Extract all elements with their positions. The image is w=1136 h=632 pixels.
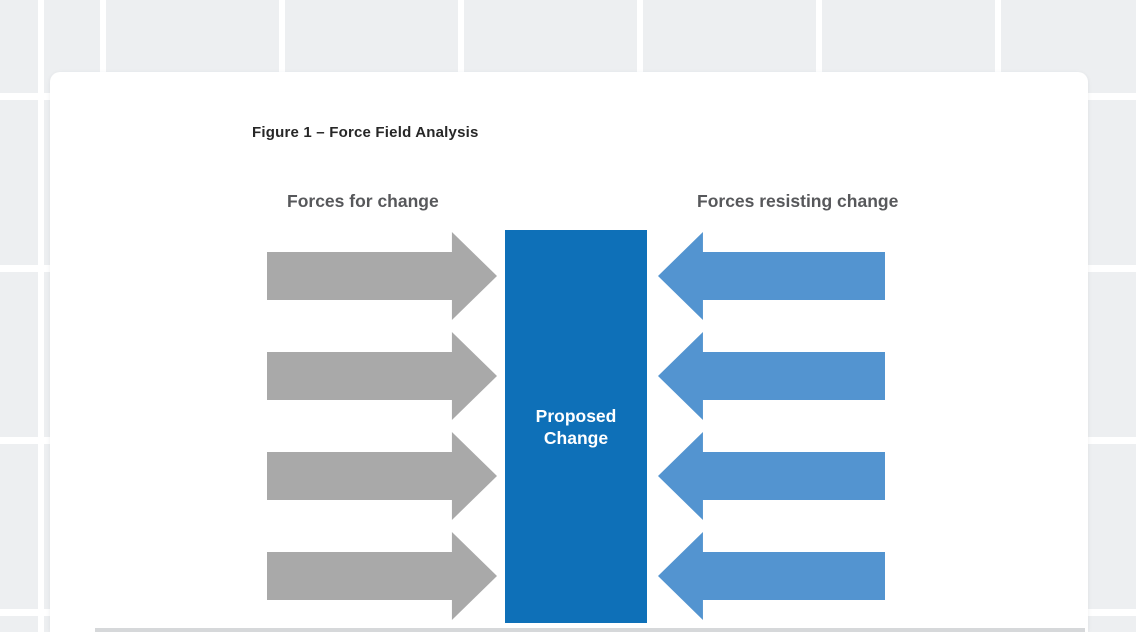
figure-title: Figure 1 – Force Field Analysis [252,124,479,141]
force-resisting-arrow-1 [658,232,885,320]
force-for-arrow-3 [267,432,497,520]
proposed-change-label-line1: Proposed [535,405,617,426]
force-resisting-arrow-3 [658,432,885,520]
document-card: Figure 1 – Force Field Analysis Forces f… [50,72,1088,632]
force-for-arrow-4 [267,532,497,620]
forces-for-change-label: Forces for change [287,191,439,211]
proposed-change-box: Proposed Change [505,230,647,623]
force-for-arrow-1 [267,232,497,320]
forces-resisting-change-label: Forces resisting change [697,191,899,211]
proposed-change-label-line2: Change [543,427,609,448]
force-for-arrow-2 [267,332,497,420]
force-resisting-arrow-2 [658,332,885,420]
force-resisting-arrow-4 [658,532,885,620]
next-content-edge [95,628,1085,632]
